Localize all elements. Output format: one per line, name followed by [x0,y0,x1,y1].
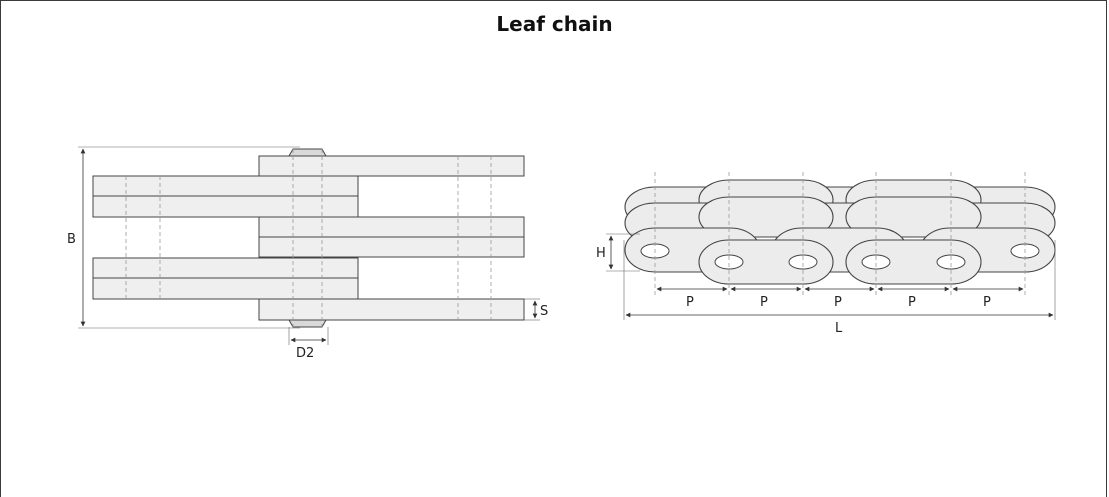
label-d2: D2 [296,346,314,361]
plate [258,155,525,177]
plate [92,195,359,218]
label-p: P [834,295,842,310]
plate [92,277,359,300]
label-b: B [67,232,76,247]
label-p: P [760,295,768,310]
pin-head-top [288,148,327,157]
diagram-title: Leaf chain [496,12,613,36]
plate [92,175,359,197]
plate [258,216,525,238]
label-h: H [596,246,606,261]
pin-head-bottom [288,319,327,328]
label-s: S [540,304,548,319]
pitch-dimensions: P P P P P [656,286,1024,310]
label-p: P [686,295,694,310]
label-p: P [908,295,916,310]
plate [258,236,525,258]
label-p: P [983,295,991,310]
plate [92,257,359,279]
front-links [624,227,1056,285]
isometric-view: H P P P P P L [596,172,1056,336]
plate [258,298,525,321]
side-view: B S D2 [67,146,548,361]
label-l: L [835,321,843,336]
